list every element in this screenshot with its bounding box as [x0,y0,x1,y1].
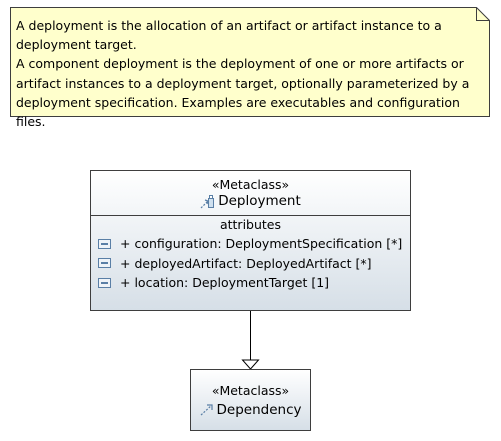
attribute-row[interactable]: + deployedArtifact: DeployedArtifact [*] [91,254,410,274]
diagram-note[interactable]: A deployment is the allocation of an art… [10,7,490,129]
attribute-row[interactable]: + configuration: DeploymentSpecification… [91,234,410,254]
attributes-compartment: attributes + configuration: DeploymentSp… [91,215,410,293]
attribute-label: + deployedArtifact: DeployedArtifact [*] [120,255,372,271]
property-icon [98,238,111,249]
dependency-icon [200,404,214,416]
note-text: A deployment is the allocation of an art… [16,18,470,130]
generalization-arrowhead [241,359,260,370]
dependency-class-name: Dependency [216,402,302,418]
deployment-class-header: Deployment [91,192,410,210]
deployment-icon [200,194,215,209]
dependency-class-header: Dependency [191,401,310,419]
dependency-class[interactable]: «Metaclass» Dependency [190,369,311,431]
note-shape [10,7,490,117]
attribute-label: + location: DeploymentTarget [1] [120,275,330,290]
attribute-row[interactable]: + location: DeploymentTarget [1] [91,273,410,293]
deployment-class-name: Deployment [218,193,301,209]
deployment-stereotype: «Metaclass» [211,177,290,192]
property-icon [98,277,111,288]
attribute-label: + configuration: DeploymentSpecification… [120,236,403,251]
dependency-stereotype: «Metaclass» [211,383,290,398]
attributes-compartment-title: attributes [219,217,282,232]
property-icon [98,258,111,269]
deployment-class[interactable]: «Metaclass» Deployment attributes + conf… [90,170,411,311]
